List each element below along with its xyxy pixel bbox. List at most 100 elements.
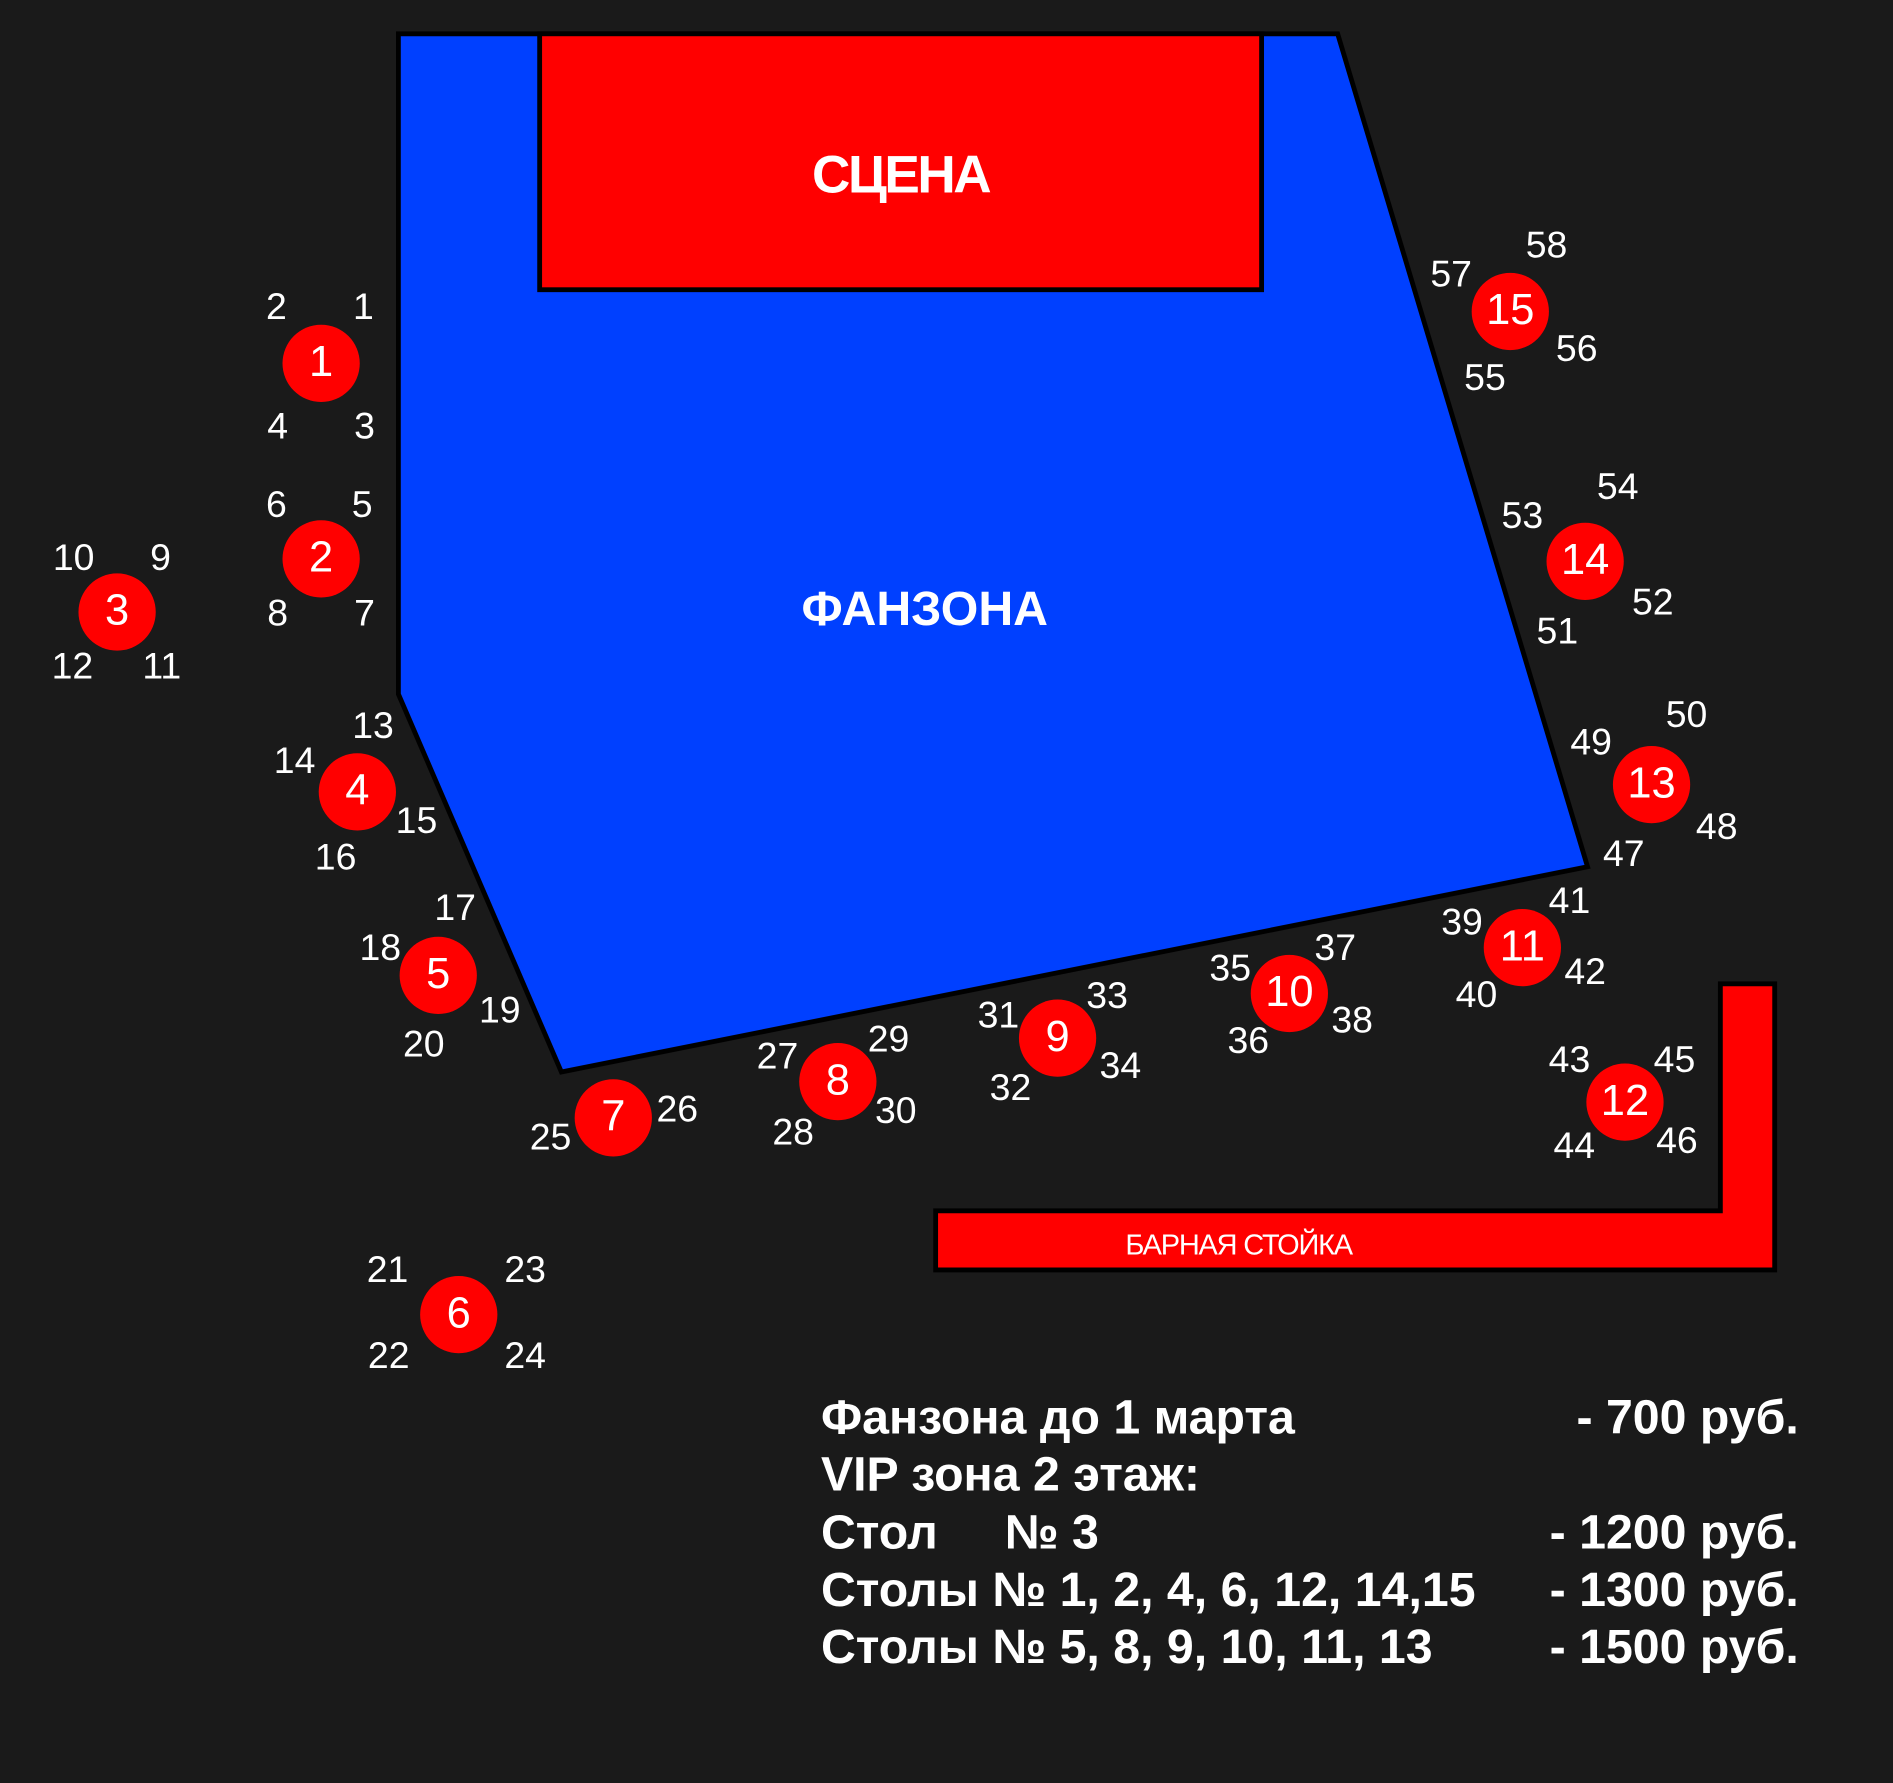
seat-number[interactable]: 39 [1441,901,1483,943]
seat-number[interactable]: 49 [1570,721,1612,763]
seat-number[interactable]: 57 [1430,252,1472,294]
table-circle[interactable] [318,753,396,831]
seat-number[interactable]: 41 [1549,879,1591,921]
seat-number[interactable]: 28 [772,1111,814,1153]
table-circle[interactable] [282,324,360,402]
seat-number[interactable]: 22 [368,1334,410,1376]
seat-number[interactable]: 44 [1553,1124,1595,1166]
table-circle[interactable] [1483,909,1562,987]
seat-number[interactable]: 53 [1502,494,1544,536]
table-circle[interactable] [1612,746,1691,824]
seat-number[interactable]: 58 [1526,223,1568,265]
legend-label: Столы № 1, 2, 4, 6, 12, 14,15 [821,1563,1476,1617]
seat-number[interactable]: 14 [274,739,316,781]
table-circle[interactable] [799,1043,877,1121]
seat-number[interactable]: 52 [1632,581,1674,623]
seat-number[interactable]: 13 [352,704,394,746]
table-circle[interactable] [78,573,156,651]
seat-number[interactable]: 10 [53,536,95,578]
seat-number[interactable]: 21 [367,1248,409,1290]
seat-number[interactable]: 50 [1666,693,1708,735]
seat-number[interactable]: 12 [52,645,94,687]
seat-number[interactable]: 18 [359,926,401,968]
seat-number[interactable]: 54 [1597,465,1639,507]
seat-number[interactable]: 51 [1537,610,1579,652]
seat-number[interactable]: 27 [757,1035,799,1077]
table-circle[interactable] [1250,954,1328,1033]
table-4[interactable]: 4 13 14 15 16 [274,704,438,878]
seat-number[interactable]: 23 [504,1248,546,1290]
seat-number[interactable]: 46 [1656,1119,1698,1161]
table-11[interactable]: 11 39 40 41 42 [1441,879,1606,1015]
table-14[interactable]: 14 51 52 53 54 [1502,465,1674,652]
seat-number[interactable]: 24 [504,1334,546,1376]
table-number: 5 [426,950,450,998]
seat-number[interactable]: 56 [1556,327,1598,369]
seat-number[interactable]: 34 [1100,1044,1142,1086]
legend-label: VIP зона 2 этаж: [821,1447,1200,1501]
seat-number[interactable]: 11 [142,645,181,687]
seat-number[interactable]: 1 [353,285,374,327]
table-circle[interactable] [1586,1063,1664,1141]
seat-number[interactable]: 17 [434,886,476,928]
seat-number[interactable]: 20 [403,1023,445,1065]
seat-number[interactable]: 47 [1603,832,1645,874]
seat-number[interactable]: 35 [1209,946,1251,988]
legend-price: - 1500 руб. [1550,1620,1799,1674]
seat-number[interactable]: 38 [1331,998,1373,1040]
seat-number[interactable]: 16 [315,835,357,877]
table-circle[interactable] [1546,522,1624,600]
price-legend: Фанзона до 1 марта- 700 руб.VIP зона 2 э… [821,1391,1799,1674]
seat-number[interactable]: 3 [354,404,375,446]
seat-number[interactable]: 43 [1549,1038,1591,1080]
table-circle[interactable] [574,1079,652,1157]
seat-number[interactable]: 45 [1654,1038,1696,1080]
table-number: 6 [447,1289,471,1337]
table-number: 12 [1601,1077,1649,1125]
legend-price: - 1200 руб. [1550,1505,1799,1559]
table-number: 11 [1500,922,1545,970]
seat-number[interactable]: 48 [1696,805,1738,847]
seat-number[interactable]: 19 [479,989,521,1031]
table-number: 14 [1561,536,1609,584]
table-circle[interactable] [1018,999,1097,1077]
seat-number[interactable]: 26 [656,1088,698,1130]
table-number: 4 [345,767,369,815]
table-circle[interactable] [420,1275,498,1354]
seat-number[interactable]: 7 [354,592,375,634]
seat-number[interactable]: 29 [868,1018,910,1060]
seat-number[interactable]: 6 [266,483,287,525]
table-circle[interactable] [282,520,360,598]
seat-number[interactable]: 37 [1314,926,1356,968]
seat-number[interactable]: 31 [978,994,1020,1036]
seat-number[interactable]: 15 [396,799,438,841]
seat-number[interactable]: 32 [990,1066,1032,1108]
seat-number[interactable]: 25 [530,1115,572,1157]
seat-number[interactable]: 36 [1228,1019,1270,1061]
seat-number[interactable]: 4 [267,404,288,446]
seat-number[interactable]: 5 [352,483,373,525]
table-5[interactable]: 5 17 18 19 20 [359,886,520,1064]
seat-number[interactable]: 55 [1464,356,1506,398]
seat-number[interactable]: 40 [1456,973,1498,1015]
seat-number[interactable]: 30 [875,1089,917,1131]
table-circle[interactable] [399,936,477,1015]
table-circle[interactable] [1471,272,1549,351]
seat-number[interactable]: 2 [266,285,287,327]
seat-number[interactable]: 33 [1086,974,1128,1016]
legend-label: Столы № 5, 8, 9, 10, 11, 13 [821,1620,1433,1674]
seat-number[interactable]: 42 [1564,950,1606,992]
seat-number[interactable]: 8 [267,592,288,634]
table-6[interactable]: 6 21 22 23 24 [367,1248,546,1376]
seat-number[interactable]: 9 [150,536,171,578]
